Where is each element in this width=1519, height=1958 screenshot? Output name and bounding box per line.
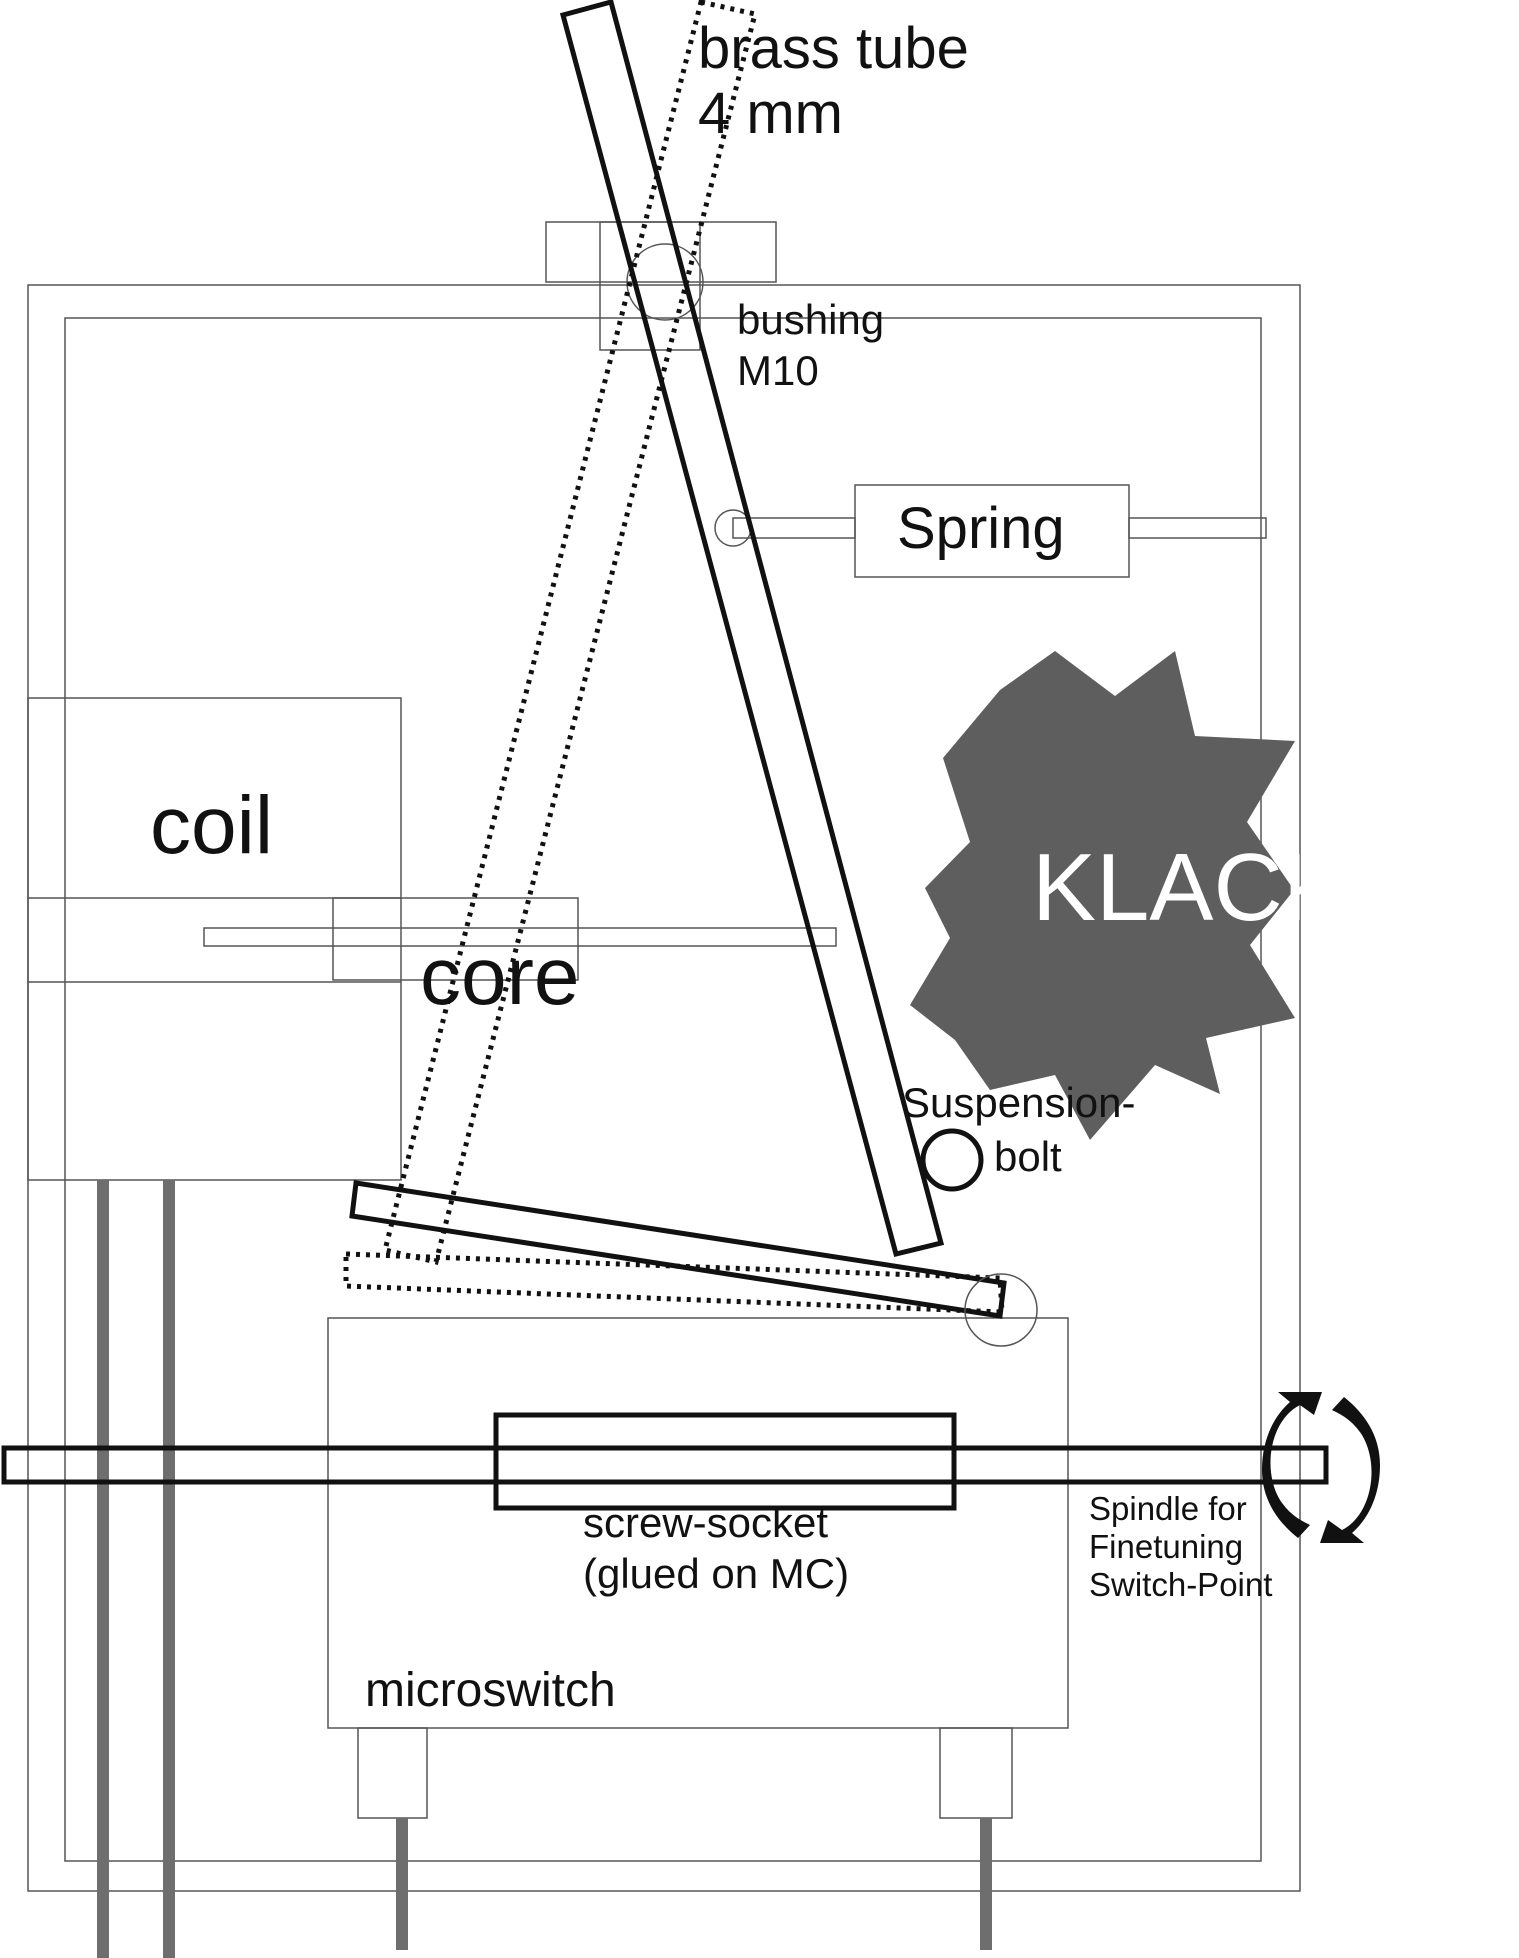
suspension-bolt	[920, 1128, 984, 1192]
spindle	[1, 1445, 1329, 1485]
brass-tube-label-line1: brass tube	[698, 16, 969, 81]
bushing-label-line1: bushing	[737, 296, 884, 343]
lever	[349, 1180, 1007, 1319]
brass-tube	[559, 0, 945, 1258]
klack-burst	[910, 651, 1295, 1140]
microswitch	[327, 1317, 1069, 1950]
spring	[714, 484, 1267, 578]
brass-tube-rest	[381, 0, 759, 1265]
spindle-label-line3: Switch-Point	[1089, 1566, 1272, 1603]
coil-leads	[97, 1180, 175, 1958]
screw-socket	[493, 1412, 957, 1511]
core-label: core	[420, 931, 580, 1022]
screw-socket-label-line2: (glued on MC)	[583, 1550, 849, 1597]
klack-label: KLACK!	[1032, 834, 1373, 941]
core	[203, 897, 837, 981]
brass-tube-label-line2: 4 mm	[698, 81, 843, 146]
spindle-label-line1: Spindle for	[1089, 1490, 1247, 1527]
suspension-bolt-label-line1: Suspension-	[902, 1079, 1135, 1126]
suspension-bolt-label-line2: bolt	[994, 1133, 1062, 1180]
screw-socket-label-line1: screw-socket	[583, 1499, 828, 1546]
spindle-label-line2: Finetuning	[1089, 1528, 1243, 1565]
lever-pivot	[964, 1273, 1038, 1347]
bushing-label-line2: M10	[737, 347, 819, 394]
housing-inner	[64, 317, 1262, 1862]
spring-label: Spring	[897, 496, 1065, 561]
microswitch-label: microswitch	[365, 1664, 616, 1717]
coil-label: coil	[150, 780, 273, 871]
rotate-arrows-icon	[1262, 1392, 1380, 1543]
bushing	[545, 221, 777, 351]
coil	[27, 697, 402, 1181]
